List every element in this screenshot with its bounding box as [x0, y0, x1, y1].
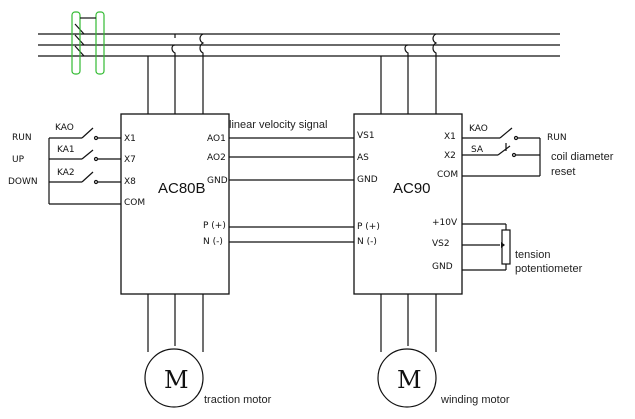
ac80b-ao2: AO2: [207, 153, 226, 163]
run-label-left: RUN: [12, 133, 32, 143]
ac90-p: P (+): [357, 222, 380, 232]
ac90-gnd: GND: [357, 175, 378, 185]
pot-label-line1: tension: [515, 249, 550, 261]
ac90-com: COM: [437, 170, 458, 180]
left-drive-feed: [147, 33, 205, 114]
ac80b-gnd: GND: [207, 176, 228, 186]
tension-potentiometer: tension potentiometer: [462, 223, 583, 275]
ac90-vs2: VS2: [432, 239, 450, 249]
relay-kao-left: KAO: [55, 123, 74, 133]
left-controls: RUN UP DOWN KAO KA1 KA2: [8, 123, 121, 205]
signal-wires: linear velocity signal: [229, 119, 354, 243]
ac80b-ao1: AO1: [207, 134, 226, 144]
down-label: DOWN: [8, 177, 38, 187]
run-label-right: RUN: [547, 133, 567, 143]
right-drive-feed: [380, 33, 438, 114]
ac80b-drive: AC80B X1 X7 X8 COM AO1 AO2 GND P (+) N (…: [120, 113, 230, 295]
traction-motor-label: traction motor: [204, 394, 272, 406]
relay-kao-right: KAO: [469, 124, 488, 134]
ac90-drive: AC90 VS1 AS GND P (+) N (-) X1 X2 COM +1…: [353, 113, 463, 295]
ac90-pot-gnd: GND: [432, 262, 453, 272]
pot-label-line2: potentiometer: [515, 263, 583, 275]
ac90-x1: X1: [444, 132, 456, 142]
ac80b-n: N (-): [203, 237, 223, 247]
ac90-n: N (-): [357, 237, 377, 247]
ac80b-p: P (+): [203, 221, 226, 231]
main-breaker: [71, 11, 105, 75]
relay-sa: SA: [471, 145, 484, 155]
relay-ka1: KA1: [57, 145, 75, 155]
reset-label-line1: coil diameter: [551, 151, 614, 163]
ac90-vs1: VS1: [357, 131, 375, 141]
right-controls: KAO SA RUN coil diameter reset: [462, 124, 614, 178]
ac90-10v: +10V: [432, 218, 458, 228]
ac80b-com: COM: [124, 198, 145, 208]
winding-motor-symbol: M: [397, 366, 422, 394]
signal-label: linear velocity signal: [229, 119, 327, 131]
relay-ka2: KA2: [57, 168, 75, 178]
reset-label-line2: reset: [551, 166, 575, 178]
power-bus: [38, 33, 560, 57]
ac90-as: AS: [357, 153, 369, 163]
right-motor: M winding motor: [377, 294, 510, 408]
ac90-label: AC90: [393, 180, 431, 197]
ac80b-label: AC80B: [158, 180, 206, 197]
traction-motor-symbol: M: [164, 366, 189, 394]
ac80b-x7: X7: [124, 155, 136, 165]
winding-motor-label: winding motor: [440, 394, 510, 406]
up-label: UP: [12, 155, 25, 165]
left-motor: M traction motor: [144, 294, 272, 408]
ac90-x2: X2: [444, 151, 456, 161]
ac80b-x8: X8: [124, 177, 136, 187]
ac80b-x1: X1: [124, 134, 136, 144]
